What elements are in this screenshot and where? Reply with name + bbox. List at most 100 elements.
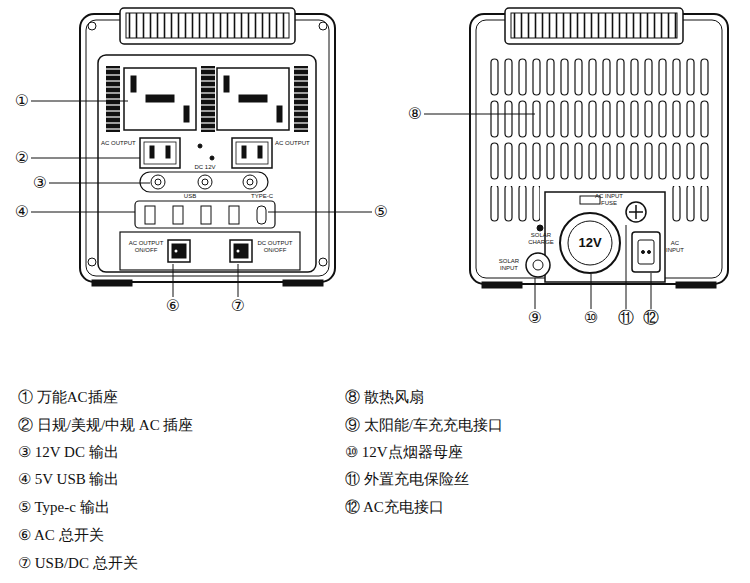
leader-line bbox=[535, 278, 536, 309]
legend-item-text: ⑧ 散热风扇 bbox=[345, 389, 424, 406]
back-view bbox=[488, 56, 710, 184]
leader-line bbox=[651, 273, 652, 309]
legend-item-text: ② 日规/美规/中规 AC 插座 bbox=[18, 417, 193, 434]
front-view bbox=[201, 66, 215, 132]
leader-line bbox=[626, 225, 627, 309]
front-view bbox=[146, 95, 174, 102]
back-view bbox=[533, 260, 543, 270]
front-view bbox=[80, 14, 335, 282]
back-view bbox=[638, 240, 654, 264]
leader-line bbox=[173, 264, 174, 297]
front-view bbox=[198, 144, 202, 148]
legend-item-text: ⑪ 外置充电保险丝 bbox=[345, 471, 469, 488]
front-view bbox=[198, 175, 212, 189]
front-view bbox=[202, 179, 208, 185]
legend-item-text: ③ 12V DC 输出 bbox=[18, 444, 119, 461]
panel-label: SOLAR INPUT bbox=[494, 258, 524, 272]
front-view bbox=[236, 142, 268, 164]
back-view bbox=[511, 13, 677, 38]
callout-number: ⑪ bbox=[618, 310, 634, 326]
leader-line bbox=[424, 114, 535, 115]
front-view bbox=[144, 142, 176, 164]
front-view bbox=[232, 138, 272, 168]
panel-label: AC OUTPUT bbox=[275, 140, 310, 147]
back-view bbox=[545, 192, 665, 282]
front-view bbox=[229, 206, 239, 224]
front-view bbox=[247, 179, 253, 185]
back-view bbox=[537, 225, 543, 231]
panel-label: TYPE-C bbox=[251, 193, 273, 200]
front-view bbox=[126, 13, 289, 38]
front-view bbox=[237, 250, 240, 253]
back-view bbox=[488, 186, 540, 222]
front-view bbox=[166, 146, 170, 158]
panel-label: DC 12V bbox=[194, 164, 215, 171]
panel-label: USB bbox=[184, 193, 196, 200]
back-view bbox=[568, 221, 612, 265]
callout-number: ⑧ bbox=[408, 106, 422, 122]
front-view bbox=[135, 201, 275, 228]
front-view bbox=[168, 240, 190, 262]
front-view bbox=[80, 8, 335, 286]
front-view bbox=[184, 106, 189, 122]
front-view bbox=[106, 66, 120, 132]
legend-item-text: ⑨ 太阳能/车充充电接口 bbox=[345, 417, 503, 434]
back-view bbox=[505, 8, 683, 44]
legend-item-text: ⑦ USB/DC 总开关 bbox=[18, 555, 138, 572]
legend-item-text: ④ 5V USB 输出 bbox=[18, 471, 120, 488]
front-view bbox=[175, 250, 178, 253]
legend-item-text: ⑩ 12V点烟器母座 bbox=[345, 444, 463, 461]
back-view bbox=[470, 14, 728, 284]
front-view bbox=[234, 244, 248, 258]
back-view bbox=[560, 213, 620, 273]
front-view bbox=[258, 146, 262, 158]
callout-number: ① bbox=[15, 93, 29, 109]
front-view bbox=[92, 280, 132, 286]
front-view bbox=[217, 68, 289, 130]
leader-line bbox=[49, 183, 150, 184]
front-view bbox=[283, 280, 323, 286]
front-view bbox=[131, 76, 136, 92]
front-view bbox=[150, 146, 154, 158]
callout-number: ⑦ bbox=[231, 298, 245, 314]
legend-item-text: ⑫ AC充电接口 bbox=[345, 499, 444, 516]
back-view bbox=[482, 282, 522, 288]
front-view bbox=[173, 206, 183, 224]
front-view bbox=[88, 22, 96, 30]
back-view bbox=[626, 202, 646, 222]
front-view bbox=[319, 22, 327, 30]
front-view bbox=[172, 244, 186, 258]
front-view bbox=[120, 232, 300, 270]
front-view bbox=[224, 76, 229, 92]
front-view bbox=[120, 8, 295, 44]
callout-number: ③ bbox=[33, 175, 47, 191]
panel-label: AC OUTPUT ON/OFF bbox=[126, 240, 166, 254]
callout-number: ② bbox=[15, 150, 29, 166]
front-view bbox=[239, 95, 267, 102]
front-view bbox=[155, 179, 161, 185]
back-view bbox=[642, 251, 645, 254]
front-view bbox=[98, 55, 316, 272]
panel-label: DC OUTPUT ON/OFF bbox=[255, 240, 295, 254]
callout-number: ⑫ bbox=[643, 310, 659, 326]
back-view bbox=[526, 253, 550, 277]
front-view bbox=[151, 175, 165, 189]
back-view bbox=[635, 205, 637, 219]
front-view bbox=[230, 240, 252, 262]
panel-label: AC OUTPUT bbox=[101, 140, 136, 147]
back-view bbox=[632, 232, 660, 272]
leader-line bbox=[31, 212, 135, 213]
panel-label: SOLAR CHARGE bbox=[525, 232, 557, 246]
panel-label: AC INPUT bbox=[663, 240, 687, 254]
leader-line bbox=[31, 101, 651, 309]
back-view bbox=[668, 186, 710, 222]
front-view bbox=[294, 66, 308, 132]
back-view bbox=[476, 20, 722, 278]
front-view bbox=[257, 206, 266, 224]
leader-line bbox=[31, 158, 140, 159]
panel-label: AC INPUT FUSE bbox=[595, 193, 623, 207]
front-view bbox=[145, 206, 155, 224]
back-view bbox=[470, 8, 728, 288]
back-view bbox=[676, 282, 716, 288]
